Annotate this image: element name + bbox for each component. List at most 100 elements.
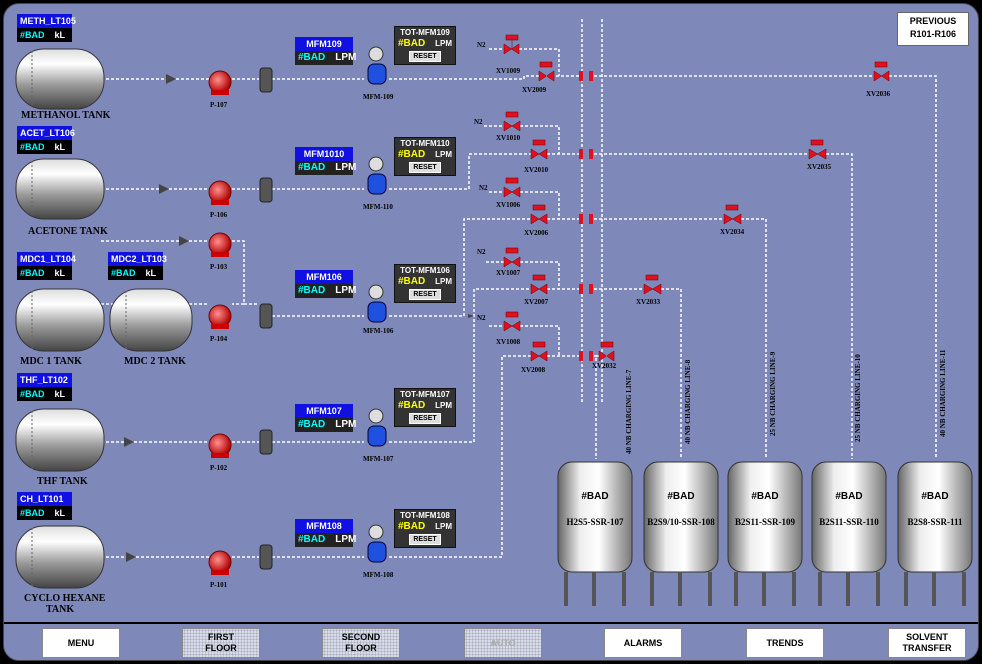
storage-tank-thf	[15, 408, 105, 472]
reactor-ssr-110[interactable]	[811, 461, 887, 606]
tag-value: #BAD	[20, 30, 45, 40]
tag-value: #BAD	[298, 285, 326, 296]
flow-meter-label: MFM-110	[363, 203, 393, 211]
valve-xv1009-icon[interactable]	[503, 34, 520, 55]
tank-label: TANK	[46, 604, 75, 615]
reset-button[interactable]: RESET	[409, 534, 441, 545]
tag-name: MFM1010	[295, 147, 353, 161]
valve-xv2034-icon[interactable]	[723, 204, 742, 225]
charging-line-label: 25 NB CHARGING LINE-10	[854, 354, 862, 442]
alarms-button[interactable]: ALARMS	[604, 628, 682, 658]
reactor-label: B2S11-SSR-110	[819, 517, 879, 527]
tag-name: MDC2_LT103	[108, 252, 167, 266]
flow-meter-label: MFM-108	[363, 571, 394, 579]
button-label: TRANSFER	[902, 643, 952, 653]
trends-button[interactable]: TRENDS	[746, 628, 824, 658]
valve-label: XV1007	[496, 269, 521, 277]
strainer-icon	[259, 429, 273, 455]
pump-icon[interactable]	[208, 70, 232, 95]
reset-button[interactable]: RESET	[409, 289, 441, 300]
tag-unit: LPM	[335, 162, 357, 173]
level-tag-cyclohexane[interactable]: CH_LT101 #BAD kL	[17, 492, 72, 520]
valve-xv2007-icon[interactable]	[530, 274, 548, 295]
pump-icon[interactable]	[208, 433, 232, 458]
flow-meter-icon[interactable]	[367, 408, 387, 447]
pump-icon[interactable]	[208, 180, 232, 205]
storage-tank-mdc2	[109, 288, 193, 352]
flow-meter-icon[interactable]	[367, 156, 387, 195]
tank-label: MDC 2 TANK	[124, 356, 186, 367]
button-label: SOLVENT	[906, 632, 948, 642]
previous-button[interactable]: PREVIOUS R101-R106	[897, 12, 969, 46]
pump-icon[interactable]	[208, 550, 232, 575]
reset-button[interactable]: RESET	[409, 51, 441, 62]
totalizer-tag: TOT-MFM107	[400, 390, 450, 399]
valve-xv2032-icon[interactable]	[598, 341, 615, 362]
menu-button[interactable]: MENU	[42, 628, 120, 658]
charging-line-label: 40 NB CHARGING LINE-7	[625, 369, 633, 454]
reset-button[interactable]: RESET	[409, 162, 441, 173]
valve-xv2009-icon[interactable]	[538, 61, 555, 82]
valve-label: XV2032	[592, 362, 617, 370]
valve-xv2036-icon[interactable]	[873, 61, 890, 82]
charging-line-label: 25 NB CHARGING LINE-9	[769, 351, 777, 436]
flow-meter-icon[interactable]	[367, 524, 387, 563]
tag-unit: LPM	[335, 534, 357, 545]
charging-line-label: 40 NB CHARGING LINE-11	[939, 349, 947, 437]
n2-label: N2	[477, 41, 486, 49]
valve-xv1006-icon[interactable]	[503, 177, 521, 198]
reactor-ssr-111[interactable]	[897, 461, 973, 606]
valve-xv2035-icon[interactable]	[808, 139, 827, 160]
flow-meter-icon[interactable]	[367, 46, 387, 85]
pump-icon[interactable]	[208, 232, 232, 257]
reactor-value: #BAD	[835, 491, 862, 502]
solvent-transfer-button[interactable]: SOLVENT TRANSFER	[888, 628, 966, 658]
valve-xv1010-icon[interactable]	[503, 111, 521, 132]
valve-label: XV2036	[866, 90, 891, 98]
reactor-ssr-109[interactable]	[727, 461, 803, 606]
reactor-label: B2S8-SSR-111	[907, 517, 963, 527]
valve-xv2010-icon[interactable]	[530, 139, 548, 160]
first-floor-button[interactable]: FIRST FLOOR	[182, 628, 260, 658]
reset-button[interactable]: RESET	[409, 413, 441, 424]
reactor-value: #BAD	[921, 491, 948, 502]
valve-xv2033-icon[interactable]	[643, 274, 662, 295]
valve-xv1008-icon[interactable]	[503, 311, 521, 332]
totalizer-unit: LPM	[435, 150, 452, 159]
totalizer-unit: LPM	[435, 39, 452, 48]
storage-tank-acetone	[15, 158, 105, 220]
tag-name: MFM107	[295, 404, 353, 418]
reactor-ssr-107[interactable]	[557, 461, 633, 606]
pump-icon[interactable]	[208, 304, 232, 329]
second-floor-button[interactable]: SECOND FLOOR	[322, 628, 400, 658]
tag-name: CH_LT101	[17, 492, 72, 506]
tag-value: #BAD	[20, 508, 45, 518]
valve-label: XV2006	[524, 229, 549, 237]
flow-meter-icon[interactable]	[367, 284, 387, 323]
valve-label: XV2009	[522, 86, 547, 94]
reactor-label: B2S11-SSR-109	[735, 517, 796, 527]
flow-meter-label: MFM-109	[363, 93, 394, 101]
totalizer-tag: TOT-MFM106	[400, 266, 450, 275]
valve-xv2006-icon[interactable]	[530, 204, 548, 225]
auto-button[interactable]: AUTO	[464, 628, 542, 658]
pump-label: P-106	[210, 211, 228, 219]
tag-unit: LPM	[335, 419, 357, 430]
tag-unit: kL	[54, 142, 66, 152]
reactor-ssr-108[interactable]	[643, 461, 719, 606]
valve-xv2008-icon[interactable]	[530, 341, 548, 362]
tag-unit: kL	[54, 508, 66, 518]
flow-meter-label: MFM-106	[363, 327, 394, 335]
valve-xv1007-icon[interactable]	[503, 247, 521, 268]
